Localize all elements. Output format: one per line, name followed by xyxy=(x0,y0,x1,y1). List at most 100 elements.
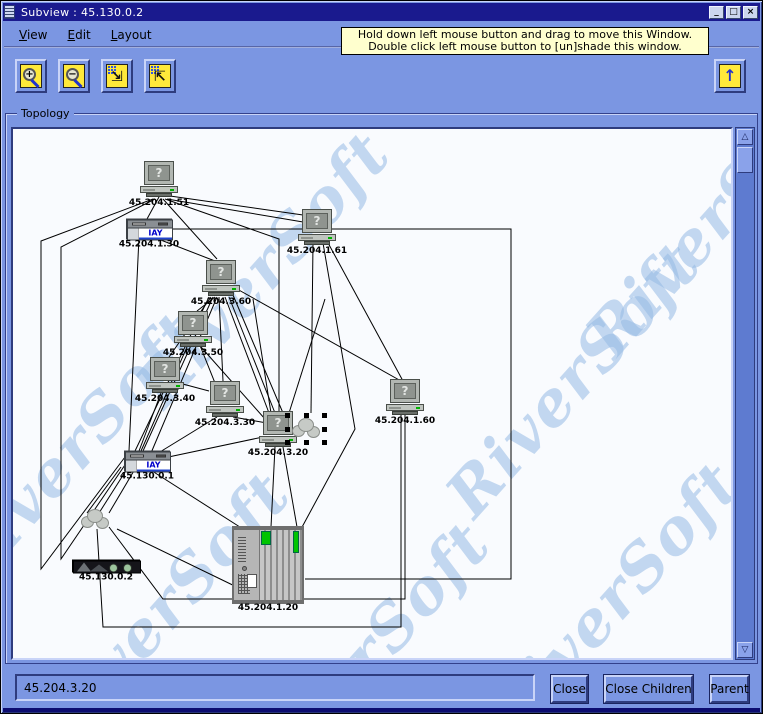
node-label: 45.204.3.40 xyxy=(134,394,196,404)
pc-unit-icon xyxy=(298,234,336,241)
minimize-button[interactable]: _ xyxy=(709,5,724,19)
node-45.204.1.61[interactable]: ? 45.204.1.61 xyxy=(287,209,347,256)
zoom-fit-button[interactable]: ⇲ xyxy=(101,59,133,93)
topology-edge xyxy=(171,228,512,580)
menu-layout[interactable]: Layout xyxy=(110,27,152,42)
menu-edit[interactable]: Edit xyxy=(67,27,91,42)
title-bar[interactable]: Subview : 45.130.0.2 _ □ × xyxy=(3,3,760,21)
node-45.204.1.60[interactable]: ?45.204.1.60 xyxy=(375,379,435,426)
node-label: 45.204.3.30 xyxy=(194,418,256,428)
scroll-down-button[interactable]: ▽ xyxy=(737,642,753,658)
go-parent-button[interactable]: ↑ xyxy=(714,59,746,93)
node-45.204.3.50[interactable]: ?45.204.3.50 xyxy=(163,311,223,358)
scrollbar-thumb[interactable] xyxy=(737,147,753,173)
menu-view[interactable]: View xyxy=(19,27,48,42)
topology-edge xyxy=(148,468,244,530)
zoom-in-icon: + xyxy=(20,64,42,89)
tooltip-line-2: Double click left mouse button to [un]sh… xyxy=(368,40,682,53)
topology-edge xyxy=(146,196,160,220)
pc-keyboard-icon xyxy=(304,241,330,245)
topology-frame-label: Topology xyxy=(17,107,74,120)
node-label: 45.204.1.51 xyxy=(128,198,190,208)
node-45.204.3.30[interactable]: ? 45.204.3.30 xyxy=(195,381,255,428)
topology-edge xyxy=(60,198,156,561)
pc-monitor-icon: ? xyxy=(210,381,240,405)
topology-edge xyxy=(128,236,140,452)
zoom-out-icon: − xyxy=(63,64,85,89)
pc-unit-icon xyxy=(140,186,178,193)
topology-edge xyxy=(288,298,326,414)
maximize-button[interactable]: □ xyxy=(726,5,741,19)
topology-edge xyxy=(98,468,128,514)
node-cloud-selected[interactable] xyxy=(285,413,327,445)
topology-edge xyxy=(232,416,268,424)
pc-unit-icon xyxy=(386,404,424,411)
node-label: 45.204.3.50 xyxy=(162,348,224,358)
window-title: Subview : 45.130.0.2 xyxy=(21,5,144,19)
parent-button[interactable]: Parent xyxy=(710,675,749,703)
scroll-up-button[interactable]: △ xyxy=(737,129,753,145)
topology-edge xyxy=(282,446,298,528)
node-label: 45.204.1.30 xyxy=(118,239,180,250)
topology-frame xyxy=(5,113,758,664)
topology-edge xyxy=(96,415,402,628)
node-label: 45.204.1.61 xyxy=(286,246,348,256)
node-45.204.3.40[interactable]: ? 45.204.3.40 xyxy=(135,357,195,404)
pc-keyboard-icon xyxy=(265,443,291,447)
topology-edge xyxy=(178,382,210,392)
topology-edge xyxy=(300,242,356,530)
topology-edge xyxy=(164,198,280,411)
node-45.130.0.2[interactable]: 45.130.0.2 xyxy=(72,559,141,583)
node-label: 45.204.3.20 xyxy=(247,448,309,458)
node-45.204.1.20[interactable]: 45.204.1.20 xyxy=(232,526,304,613)
topology-edge xyxy=(138,392,162,452)
pc-monitor-icon: ? xyxy=(206,260,236,284)
window-menu-icon[interactable] xyxy=(4,5,15,19)
tooltip-line-1: Hold down left mouse button and drag to … xyxy=(357,28,693,41)
topology-edge xyxy=(224,296,270,414)
pc-keyboard-icon xyxy=(152,389,178,393)
close-children-button[interactable]: Close Children xyxy=(604,675,693,703)
pc-keyboard-icon xyxy=(212,413,238,417)
topology-edge xyxy=(108,468,136,514)
topology-edge xyxy=(326,240,404,382)
topology-edge xyxy=(198,342,216,384)
cloud-icon xyxy=(81,509,109,531)
close-button[interactable]: × xyxy=(743,5,758,19)
close-button-bottom[interactable]: Close xyxy=(551,675,588,703)
node-label: 45.204.1.20 xyxy=(237,603,299,613)
node-45.204.3.60[interactable]: ?45.204.3.60 xyxy=(191,260,251,307)
pc-unit-icon xyxy=(259,436,297,443)
pc-unit-icon xyxy=(202,285,240,292)
topology-edge xyxy=(236,288,402,382)
topology-edge xyxy=(232,294,284,414)
topology-edge xyxy=(270,446,276,528)
node-label: 45.130.0.1 xyxy=(119,471,175,482)
topology-edge xyxy=(218,296,224,382)
pc-monitor-icon: ? xyxy=(150,357,180,381)
cloud-icon xyxy=(292,418,320,440)
up-arrow-icon: ↑ xyxy=(719,64,741,88)
pc-keyboard-icon xyxy=(146,193,172,197)
node-cloud-2[interactable] xyxy=(81,509,109,531)
vertical-scrollbar[interactable]: △ ▽ xyxy=(735,127,755,660)
pc-monitor-icon: ? xyxy=(302,209,332,233)
chassis-icon xyxy=(232,528,304,602)
node-45.204.1.51[interactable]: ?45.204.1.51 xyxy=(129,161,189,208)
topology-edge xyxy=(158,436,264,460)
toolbar: + − ⇲ ⇱ xyxy=(15,59,176,93)
zoom-window-button[interactable]: ⇱ xyxy=(144,59,176,93)
selected-node-field[interactable] xyxy=(15,674,535,701)
zoom-in-button[interactable]: + xyxy=(15,59,47,93)
topology-edge xyxy=(310,242,314,414)
topology-edge xyxy=(162,194,304,216)
node-label: 45.204.1.60 xyxy=(374,416,436,426)
zoom-out-button[interactable]: − xyxy=(58,59,90,93)
topology-edge xyxy=(166,198,310,224)
pc-monitor-icon: ? xyxy=(263,411,293,435)
